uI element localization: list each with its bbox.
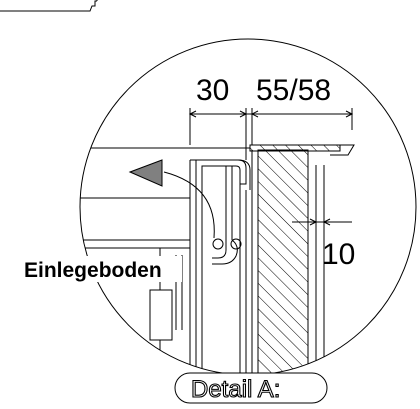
front-panel-hatched	[257, 149, 309, 375]
detail-label: Detail A:	[191, 376, 280, 403]
shelf-label-background	[22, 256, 182, 282]
dimension-gap	[292, 218, 352, 226]
dimension-text-55-58: 55/58	[256, 74, 331, 107]
dimension-text-30: 30	[196, 74, 229, 107]
detail-circle	[79, 38, 417, 376]
support-rail	[196, 159, 251, 375]
shelf-label: Einlegeboden	[24, 259, 162, 282]
top-cap	[249, 144, 355, 156]
detail-label-group: Detail A:	[174, 372, 328, 404]
dimension-text-10: 10	[322, 238, 355, 271]
leader-fragment	[0, 0, 98, 12]
insertion-arrow	[128, 159, 215, 239]
side-panel	[189, 159, 197, 375]
dimension-lines-top	[188, 108, 354, 160]
